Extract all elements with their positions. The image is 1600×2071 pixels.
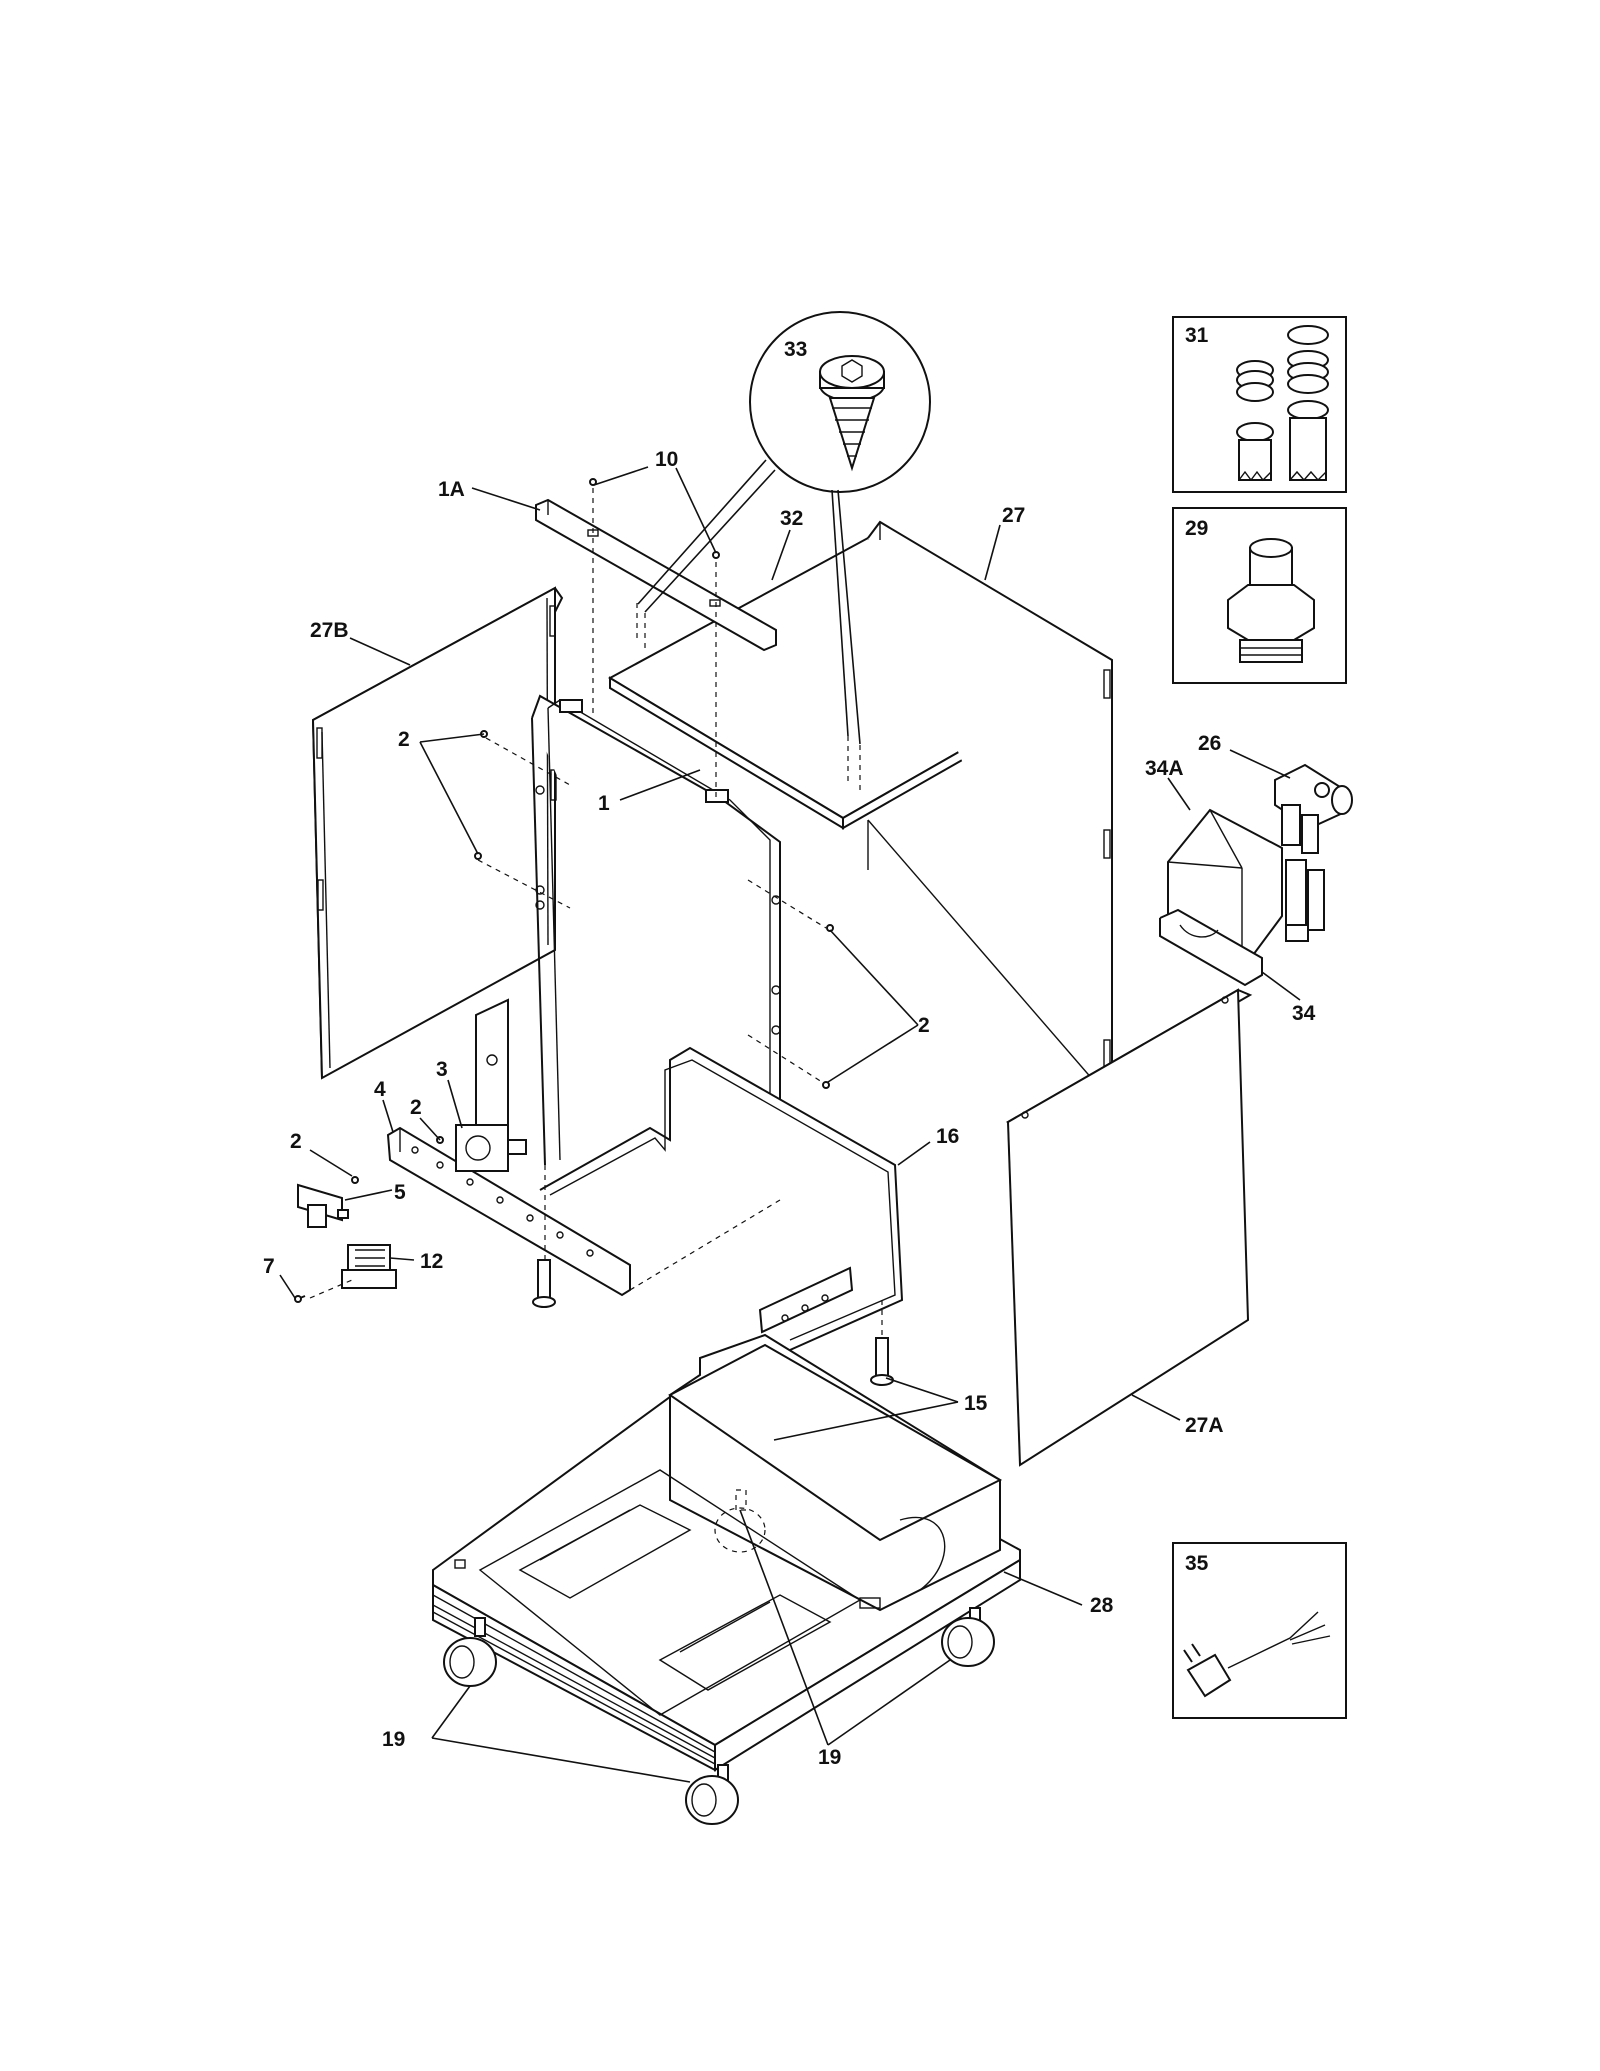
side-panel-27B xyxy=(311,586,564,1080)
screws-10 xyxy=(589,478,720,559)
inset-box-29 xyxy=(1172,507,1347,684)
casters-19 xyxy=(443,1489,995,1825)
label-34: 34 xyxy=(1292,1002,1316,1025)
label-12: 12 xyxy=(420,1250,443,1273)
valve-3 xyxy=(455,1124,527,1172)
leader-lines xyxy=(279,459,1301,1783)
label-1: 1 xyxy=(598,792,610,815)
label-19b: 19 xyxy=(818,1746,841,1769)
label-2d: 2 xyxy=(290,1130,302,1153)
screw-7 xyxy=(294,1295,306,1303)
label-33: 33 xyxy=(784,338,807,361)
assembly-lines xyxy=(309,488,883,1395)
label-27B: 27B xyxy=(310,619,349,642)
switch-5 xyxy=(297,1183,349,1228)
label-3: 3 xyxy=(436,1058,448,1081)
screws-2 xyxy=(351,730,834,1184)
label-27: 27 xyxy=(1002,504,1025,527)
side-panel-27 xyxy=(867,520,1113,1089)
part-26 xyxy=(1274,763,1353,942)
inset-box-35 xyxy=(1172,1542,1347,1719)
label-1A: 1A xyxy=(438,478,465,501)
label-28: 28 xyxy=(1090,1594,1114,1617)
base-28 xyxy=(432,1333,1021,1772)
label-2c: 2 xyxy=(410,1096,422,1119)
label-4: 4 xyxy=(374,1078,386,1101)
label-10: 10 xyxy=(655,448,678,471)
frame-16 xyxy=(539,1046,904,1351)
bracket-1A xyxy=(535,498,777,652)
label-7: 7 xyxy=(263,1255,275,1278)
label-34A: 34A xyxy=(1145,757,1184,780)
label-19a: 19 xyxy=(382,1728,405,1751)
part-34 xyxy=(1159,908,1263,987)
label-26: 26 xyxy=(1198,732,1221,755)
label-32: 32 xyxy=(780,507,803,530)
side-panel-27A xyxy=(1005,988,1253,1467)
detail-circle-33 xyxy=(749,311,931,493)
label-35: 35 xyxy=(1185,1552,1209,1575)
label-27A: 27A xyxy=(1185,1414,1224,1437)
label-5: 5 xyxy=(394,1181,406,1204)
part-12 xyxy=(341,1244,397,1289)
label-2a: 2 xyxy=(398,728,410,751)
callout-labels: 33 10 1A 32 27 27B 2 1 2 3 4 2 16 2 5 7 … xyxy=(263,324,1316,1769)
label-29: 29 xyxy=(1185,517,1208,540)
label-31: 31 xyxy=(1185,324,1209,347)
inset-box-31 xyxy=(1172,316,1347,493)
label-16: 16 xyxy=(936,1125,959,1148)
label-15: 15 xyxy=(964,1392,988,1415)
label-2b: 2 xyxy=(918,1014,930,1037)
